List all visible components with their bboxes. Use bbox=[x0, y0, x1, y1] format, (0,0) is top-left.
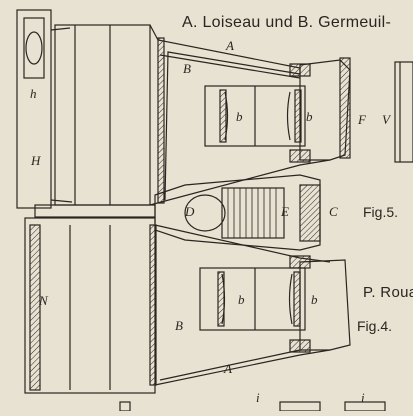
patent-header-right: P. Roua bbox=[363, 284, 413, 301]
label-b3: b bbox=[238, 292, 245, 307]
label-C: C bbox=[329, 204, 338, 219]
label-V: V bbox=[382, 112, 392, 127]
lower-cone-A bbox=[154, 349, 331, 386]
lower-lens-box bbox=[199, 267, 306, 331]
label-b1: b bbox=[236, 109, 243, 124]
coil-E bbox=[221, 187, 285, 239]
label-B-top: B bbox=[183, 61, 191, 76]
label-b4: b bbox=[311, 292, 318, 307]
label-A-bottom: A bbox=[223, 361, 232, 376]
label-B-bottom: B bbox=[175, 318, 183, 333]
bottom-part bbox=[279, 401, 321, 412]
patent-header-title: A. Loiseau und B. Germeuil- bbox=[182, 14, 392, 31]
figure-5-label: Fig.5. bbox=[363, 204, 399, 220]
label-N: N bbox=[38, 293, 49, 308]
housing-left-upper bbox=[16, 9, 52, 209]
lamp-holder bbox=[23, 17, 45, 79]
label-F: F bbox=[357, 112, 367, 127]
center-lamp-housing bbox=[154, 174, 321, 251]
lamp-bulb bbox=[25, 31, 43, 65]
middle-rail bbox=[34, 204, 156, 218]
label-b2: b bbox=[306, 109, 313, 124]
label-H: H bbox=[30, 153, 41, 168]
lamp-D bbox=[184, 194, 226, 232]
label-E: E bbox=[280, 204, 289, 219]
lower-eyepiece bbox=[299, 259, 351, 351]
upper-tube-body bbox=[54, 24, 151, 206]
label-i1: i bbox=[256, 390, 260, 405]
part-V bbox=[394, 61, 413, 163]
label-i2: i bbox=[361, 390, 365, 405]
label-h: h bbox=[30, 86, 37, 101]
label-A-top: A bbox=[225, 38, 234, 53]
label-D: D bbox=[184, 204, 195, 219]
figure-4-label: Fig.4. bbox=[357, 318, 393, 334]
